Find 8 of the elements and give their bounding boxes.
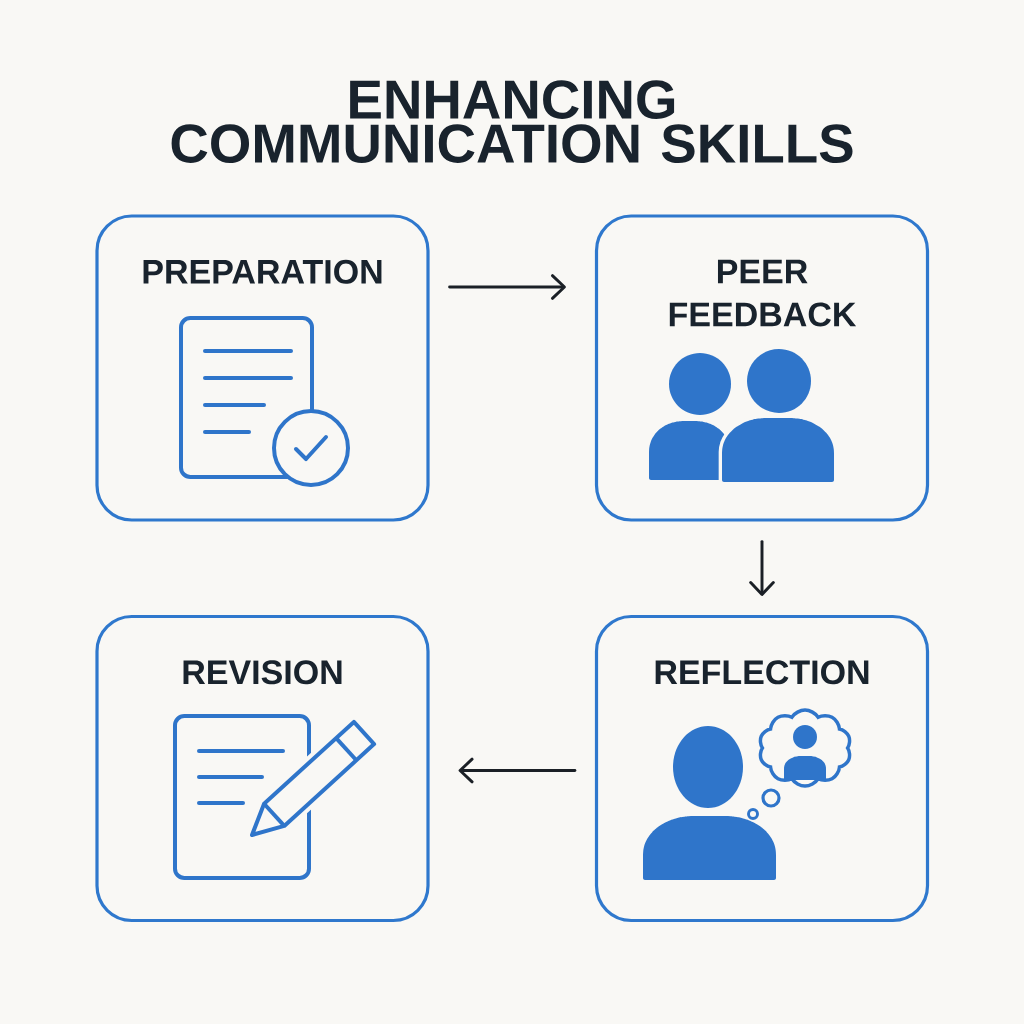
process-box: REVISION	[95, 614, 430, 923]
title: ENHANCING COMMUNICATION SKILLS	[171, 80, 853, 163]
process-box: PREPARATION	[95, 214, 430, 522]
arrow	[458, 757, 577, 784]
arrow	[448, 274, 566, 300]
arrow	[749, 540, 775, 596]
process-box: REFLECTION	[594, 614, 930, 923]
process-box: PEER FEEDBACK	[594, 214, 930, 522]
